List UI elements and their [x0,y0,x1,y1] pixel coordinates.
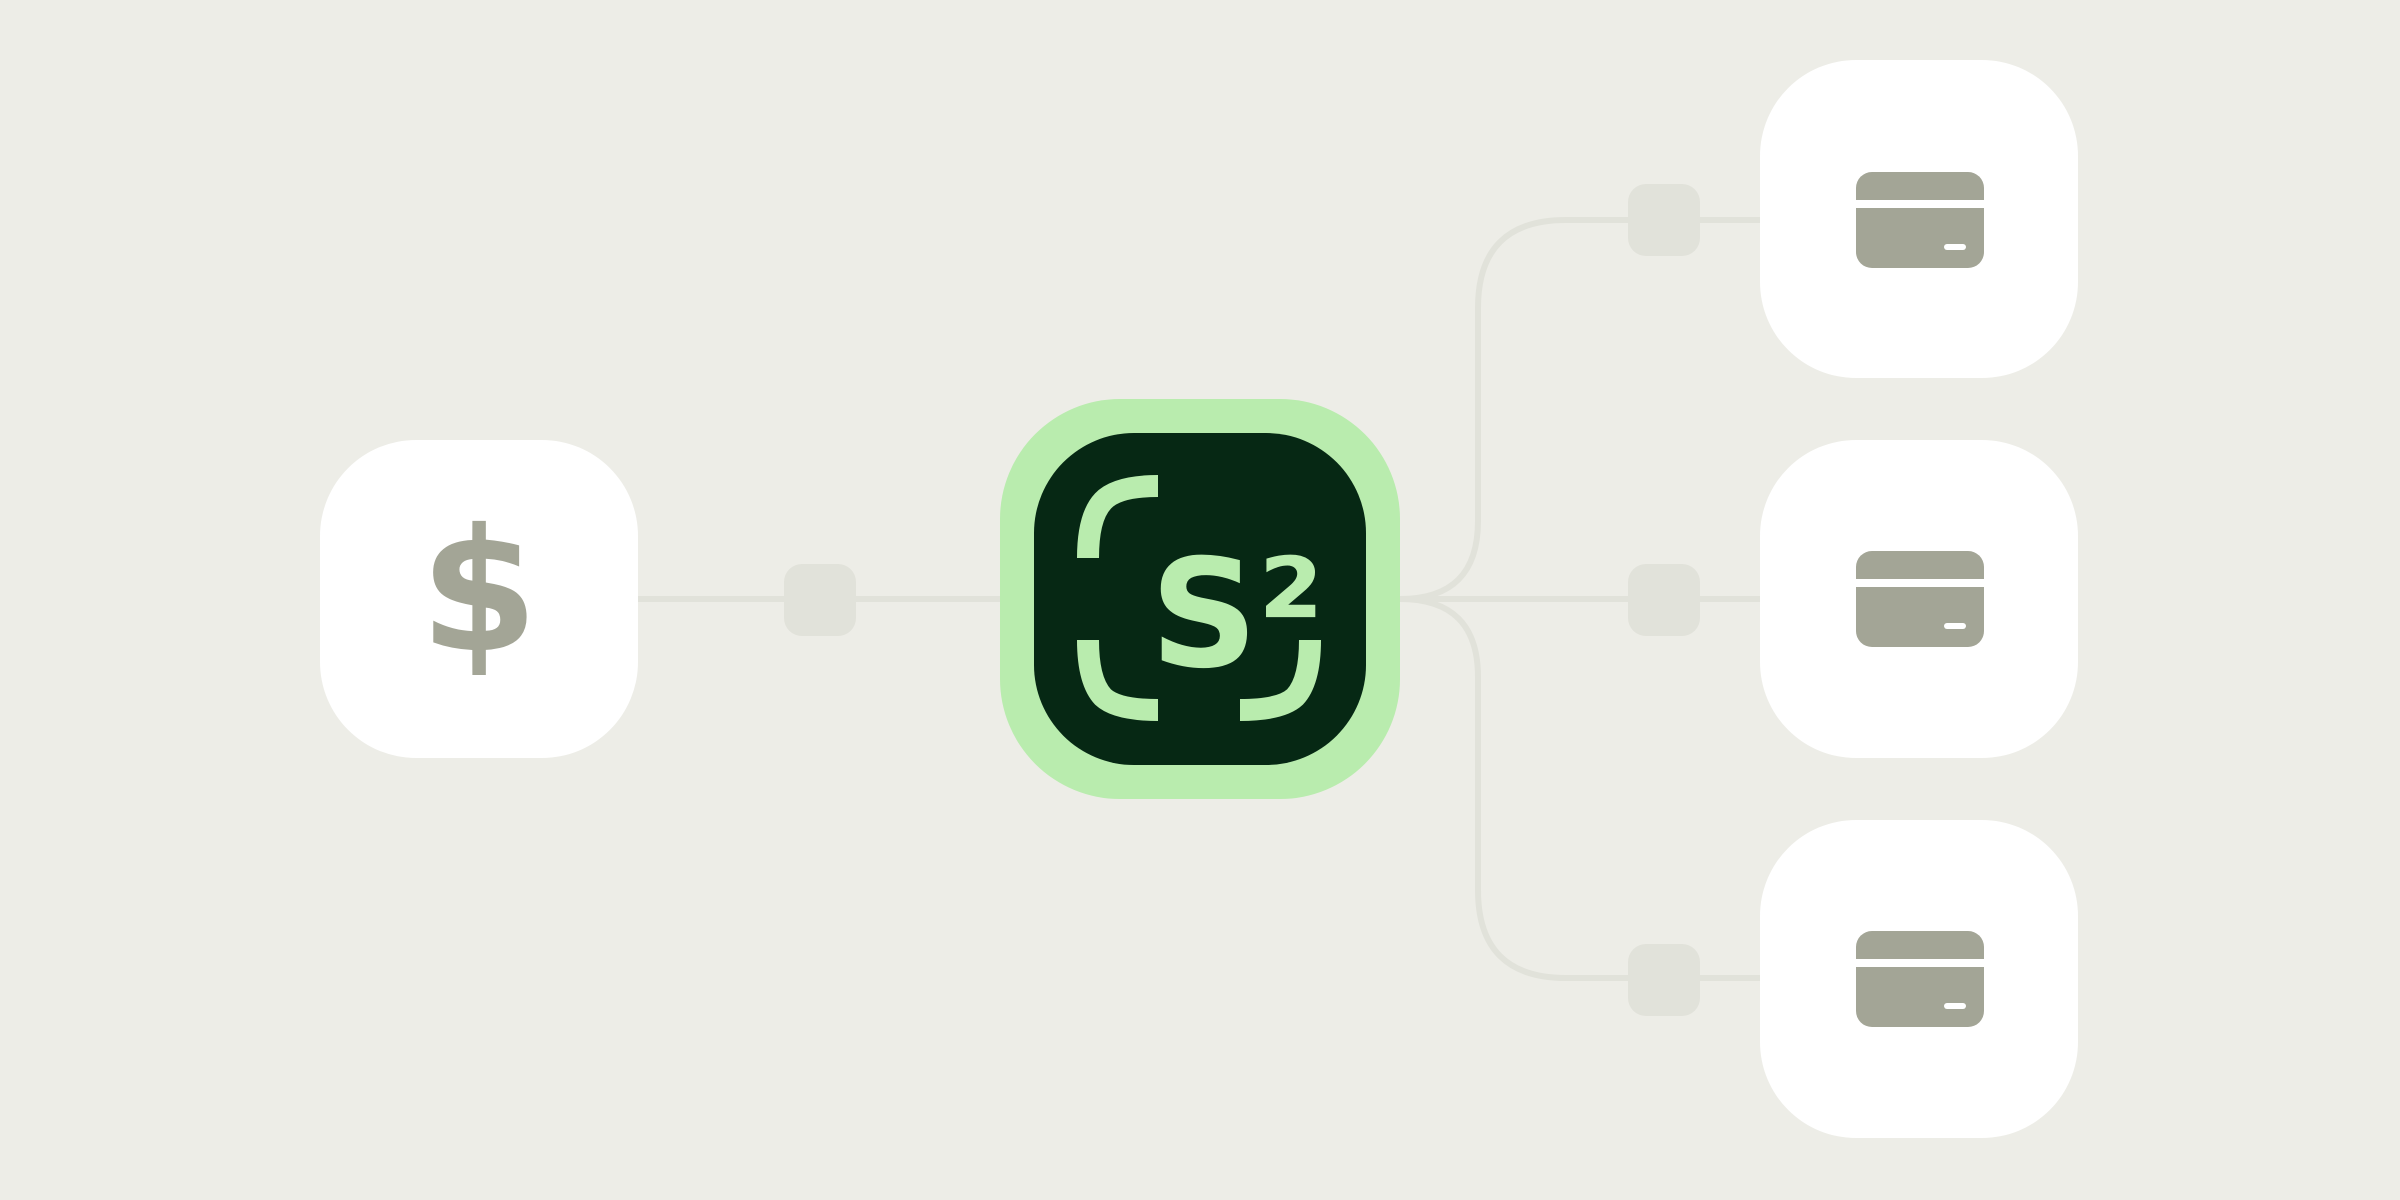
connector-node-source [784,564,856,636]
credit-card-icon [1856,172,1984,268]
dollar-icon: $ [420,493,538,691]
scan-corner-bottom-left [1077,639,1159,721]
target-card-top [1760,60,2078,378]
svg-text:$: $ [420,493,538,691]
scan-corner-top-left [1077,475,1159,559]
hub-logo-text: S² [1150,528,1324,702]
credit-card-icon [1856,931,1984,1027]
connector-hub-target-top [1399,217,1760,602]
connector-node-middle [1628,564,1700,636]
hub-card: S² [1000,399,1400,799]
connector-hub-target-bottom [1399,596,1760,981]
credit-card-icon [1856,551,1984,647]
target-card-bottom [1760,820,2078,1138]
connector-node-top [1628,184,1700,256]
s-squared-scan-logo: S² [1077,475,1324,721]
source-card: $ [320,440,638,758]
connector-node-bottom [1628,944,1700,1016]
target-card-middle [1760,440,2078,758]
scan-corner-bottom-right [1239,639,1321,721]
connector-nodes [784,184,1700,1016]
